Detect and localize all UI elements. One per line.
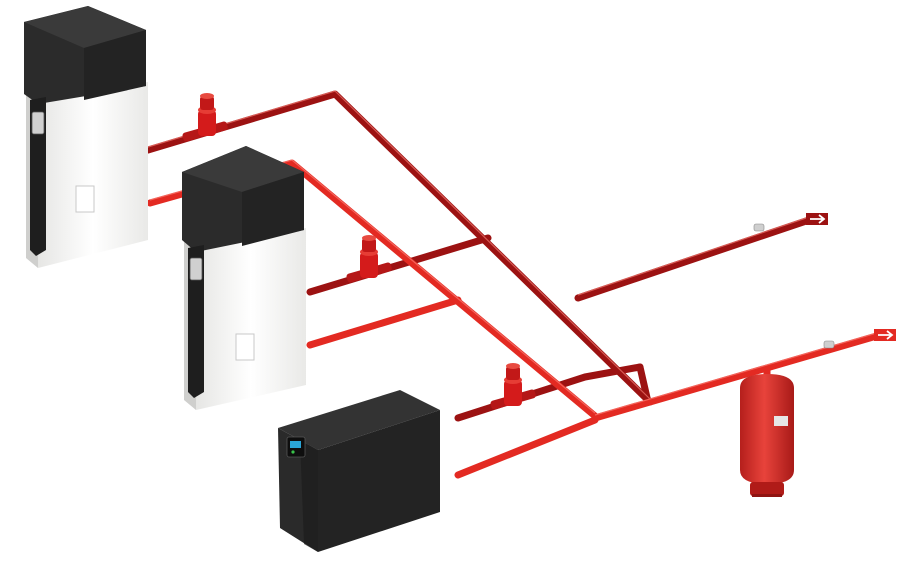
hp2-display <box>189 257 203 281</box>
return-pipe-hp2 <box>306 296 462 349</box>
tank-foot <box>750 482 784 496</box>
boiler-bevel <box>300 440 318 552</box>
boiler-indicator-icon <box>291 450 295 454</box>
expansion-tank <box>740 374 794 497</box>
return-main <box>591 331 884 422</box>
hp1-top-face <box>24 6 146 48</box>
heat-pump-1 <box>24 6 148 268</box>
tank-label <box>774 416 788 426</box>
pump-1 <box>182 93 228 142</box>
hp1-panel <box>38 82 148 268</box>
hp1-display <box>31 111 45 135</box>
return-pipe-boiler <box>454 416 599 479</box>
boiler-screen <box>290 441 301 448</box>
supply-outlet-arrow-icon <box>806 213 828 225</box>
return-inlet-arrow-icon <box>874 329 896 341</box>
pump-2 <box>346 235 392 283</box>
supply-sensor-icon <box>753 223 765 232</box>
return-sensor-icon <box>823 340 835 349</box>
hp1-top-front <box>84 30 146 100</box>
boiler <box>278 390 440 552</box>
supply-pipe-hp2 <box>306 234 492 296</box>
hp2-top-front <box>242 172 304 246</box>
supply-main <box>574 215 816 302</box>
hp1-stripe <box>30 97 46 256</box>
hp2-access-panel <box>235 333 255 361</box>
heat-pump-2 <box>182 146 306 410</box>
hp2-stripe <box>188 245 204 398</box>
hp1-access-panel <box>75 185 95 213</box>
boiler-side <box>318 410 440 552</box>
hp2-top-face <box>182 146 304 192</box>
pump-3 <box>490 363 536 410</box>
boiler-top <box>278 390 440 450</box>
hp2-panel <box>196 228 306 410</box>
